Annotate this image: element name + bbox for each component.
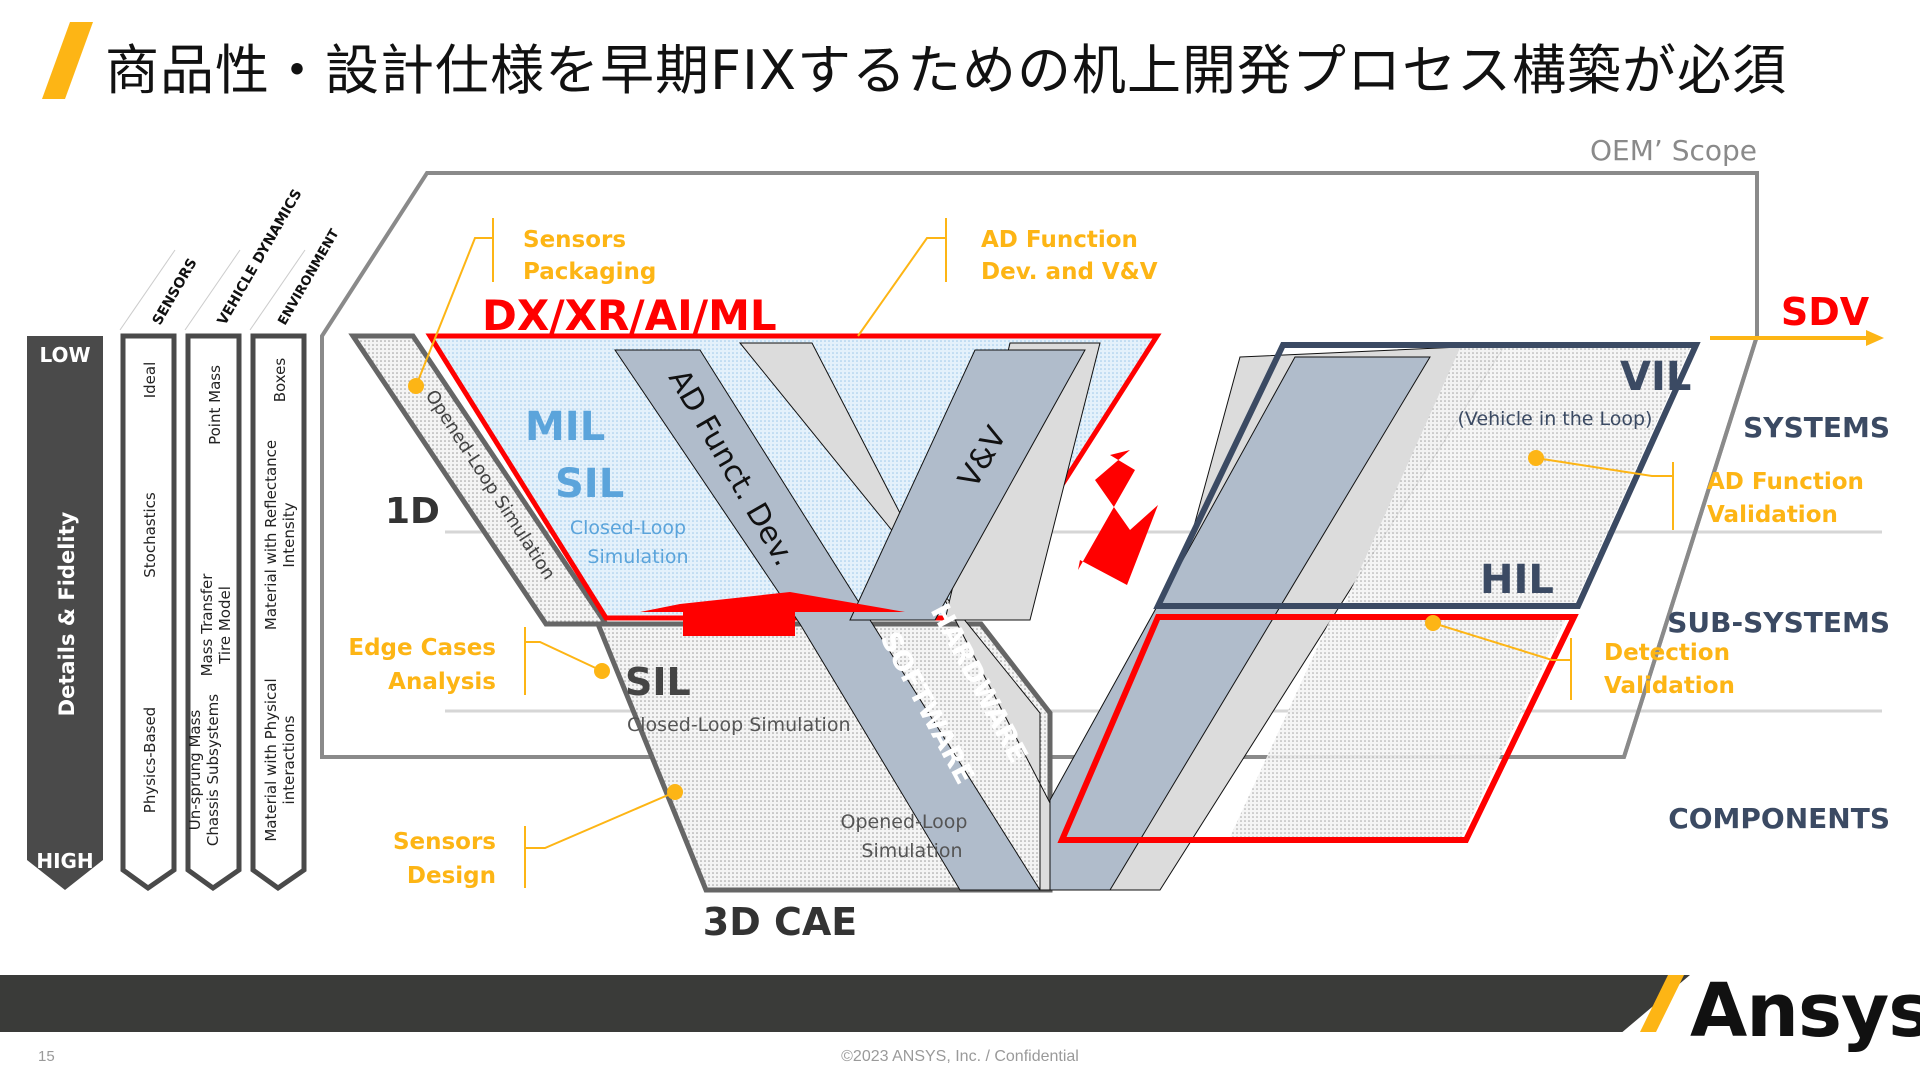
column-header-environment: ENVIRONMENT bbox=[275, 227, 342, 328]
opened-loop-bottom-1: Opened-Loop bbox=[841, 811, 968, 833]
callout-ad-validation-1: AD Function bbox=[1707, 469, 1864, 495]
footer-band bbox=[0, 975, 1690, 1032]
vil-region bbox=[1153, 342, 1701, 609]
fidelity-axis-label: Details & Fidelity bbox=[55, 511, 79, 716]
callout-dot-edge-cases bbox=[594, 663, 610, 679]
ansys-logo: Ansys bbox=[1690, 968, 1920, 1054]
level-components: COMPONENTS bbox=[1668, 802, 1890, 835]
logo-slash bbox=[1640, 975, 1684, 1032]
stage-3d-cae: 3D CAE bbox=[703, 900, 857, 944]
callout-dot-detection bbox=[1425, 615, 1441, 631]
level-physical-interactions: Material with Physicalinteractions bbox=[262, 678, 298, 841]
red-arrow-up-left bbox=[640, 592, 905, 636]
stage-mil: MIL bbox=[525, 404, 605, 450]
level-stochastics: Stochastics bbox=[141, 492, 159, 578]
stage-sil-top: SIL bbox=[555, 461, 624, 507]
level-boxes: Boxes bbox=[271, 358, 289, 403]
level-systems: SYSTEMS bbox=[1743, 411, 1890, 444]
level-mass-transfer: Mass TransferTire Model bbox=[198, 573, 234, 677]
hil-label: HIL bbox=[1480, 557, 1554, 603]
callout-dot-ad-validation bbox=[1528, 450, 1544, 466]
closed-loop-mid: Closed-Loop Simulation bbox=[627, 714, 850, 736]
fidelity-low-label: LOW bbox=[39, 343, 90, 367]
level-sub-systems: SUB-SYSTEMS bbox=[1667, 606, 1890, 639]
callout-ad-function-dev-1: AD Function bbox=[981, 227, 1138, 253]
callout-ad-validation-2: Validation bbox=[1707, 502, 1838, 528]
page-title: 商品性・設計仕様を早期FIXするための机上開発プロセス構築が必須 bbox=[105, 39, 1787, 102]
level-physics-based: Physics-Based bbox=[141, 707, 159, 813]
v-model-diagram: LOW HIGH Details & Fidelity SENSORS Idea… bbox=[27, 134, 1890, 944]
fidelity-high-label: HIGH bbox=[36, 849, 93, 873]
callout-dot-sensors-packaging bbox=[408, 378, 424, 394]
vil-label: VIL bbox=[1620, 354, 1691, 400]
callout-edge-cases-2: Analysis bbox=[388, 669, 496, 695]
callout-sensors-packaging-1: Sensors bbox=[523, 227, 626, 253]
callout-sensors-design-1: Sensors bbox=[393, 829, 496, 855]
callout-sensors-design-2: Design bbox=[407, 863, 496, 889]
vv-band bbox=[849, 349, 1086, 621]
vil-sub-label: (Vehicle in the Loop) bbox=[1458, 408, 1653, 430]
level-unsprung-mass: Un-sprung MassChassis Subsystems bbox=[186, 694, 222, 846]
callout-ad-function-dev-2: Dev. and V&V bbox=[981, 259, 1158, 285]
red-arrow-up-right bbox=[1078, 450, 1158, 585]
level-reflectance: Material with ReflectanceIntensity bbox=[262, 440, 298, 630]
sdv-label: SDV bbox=[1781, 290, 1870, 334]
software-band-left bbox=[614, 349, 1041, 891]
title-accent-slash bbox=[42, 22, 93, 99]
callout-dot-sensors-design bbox=[667, 784, 683, 800]
page-number: 15 bbox=[38, 1048, 55, 1065]
closed-loop-top-2: Simulation bbox=[587, 546, 688, 568]
closed-loop-top-1: Closed-Loop bbox=[570, 517, 686, 539]
opened-loop-band bbox=[348, 333, 611, 627]
column-header-sensors: SENSORS bbox=[150, 256, 201, 328]
fidelity-scale: LOW HIGH Details & Fidelity bbox=[27, 336, 103, 890]
copyright: ©2023 ANSYS, Inc. / Confidential bbox=[841, 1048, 1079, 1065]
oem-scope-label: OEM’ Scope bbox=[1590, 134, 1757, 167]
callout-detection-1: Detection bbox=[1604, 640, 1730, 666]
dx-label: DX/XR/AI/ML bbox=[482, 291, 777, 340]
fidelity-arrow bbox=[27, 336, 103, 890]
callout-detection-2: Validation bbox=[1604, 673, 1735, 699]
stage-1d: 1D bbox=[385, 491, 440, 532]
callout-edge-cases-1: Edge Cases bbox=[348, 635, 496, 661]
software-band-right bbox=[1049, 356, 1431, 891]
level-point-mass: Point Mass bbox=[206, 365, 224, 445]
level-ideal: Ideal bbox=[141, 362, 159, 399]
stage-sil-mid: SIL bbox=[625, 660, 691, 704]
opened-loop-bottom-2: Simulation bbox=[861, 840, 962, 862]
callout-sensors-packaging-2: Packaging bbox=[523, 259, 656, 285]
sdv-arrow-head bbox=[1866, 330, 1884, 346]
